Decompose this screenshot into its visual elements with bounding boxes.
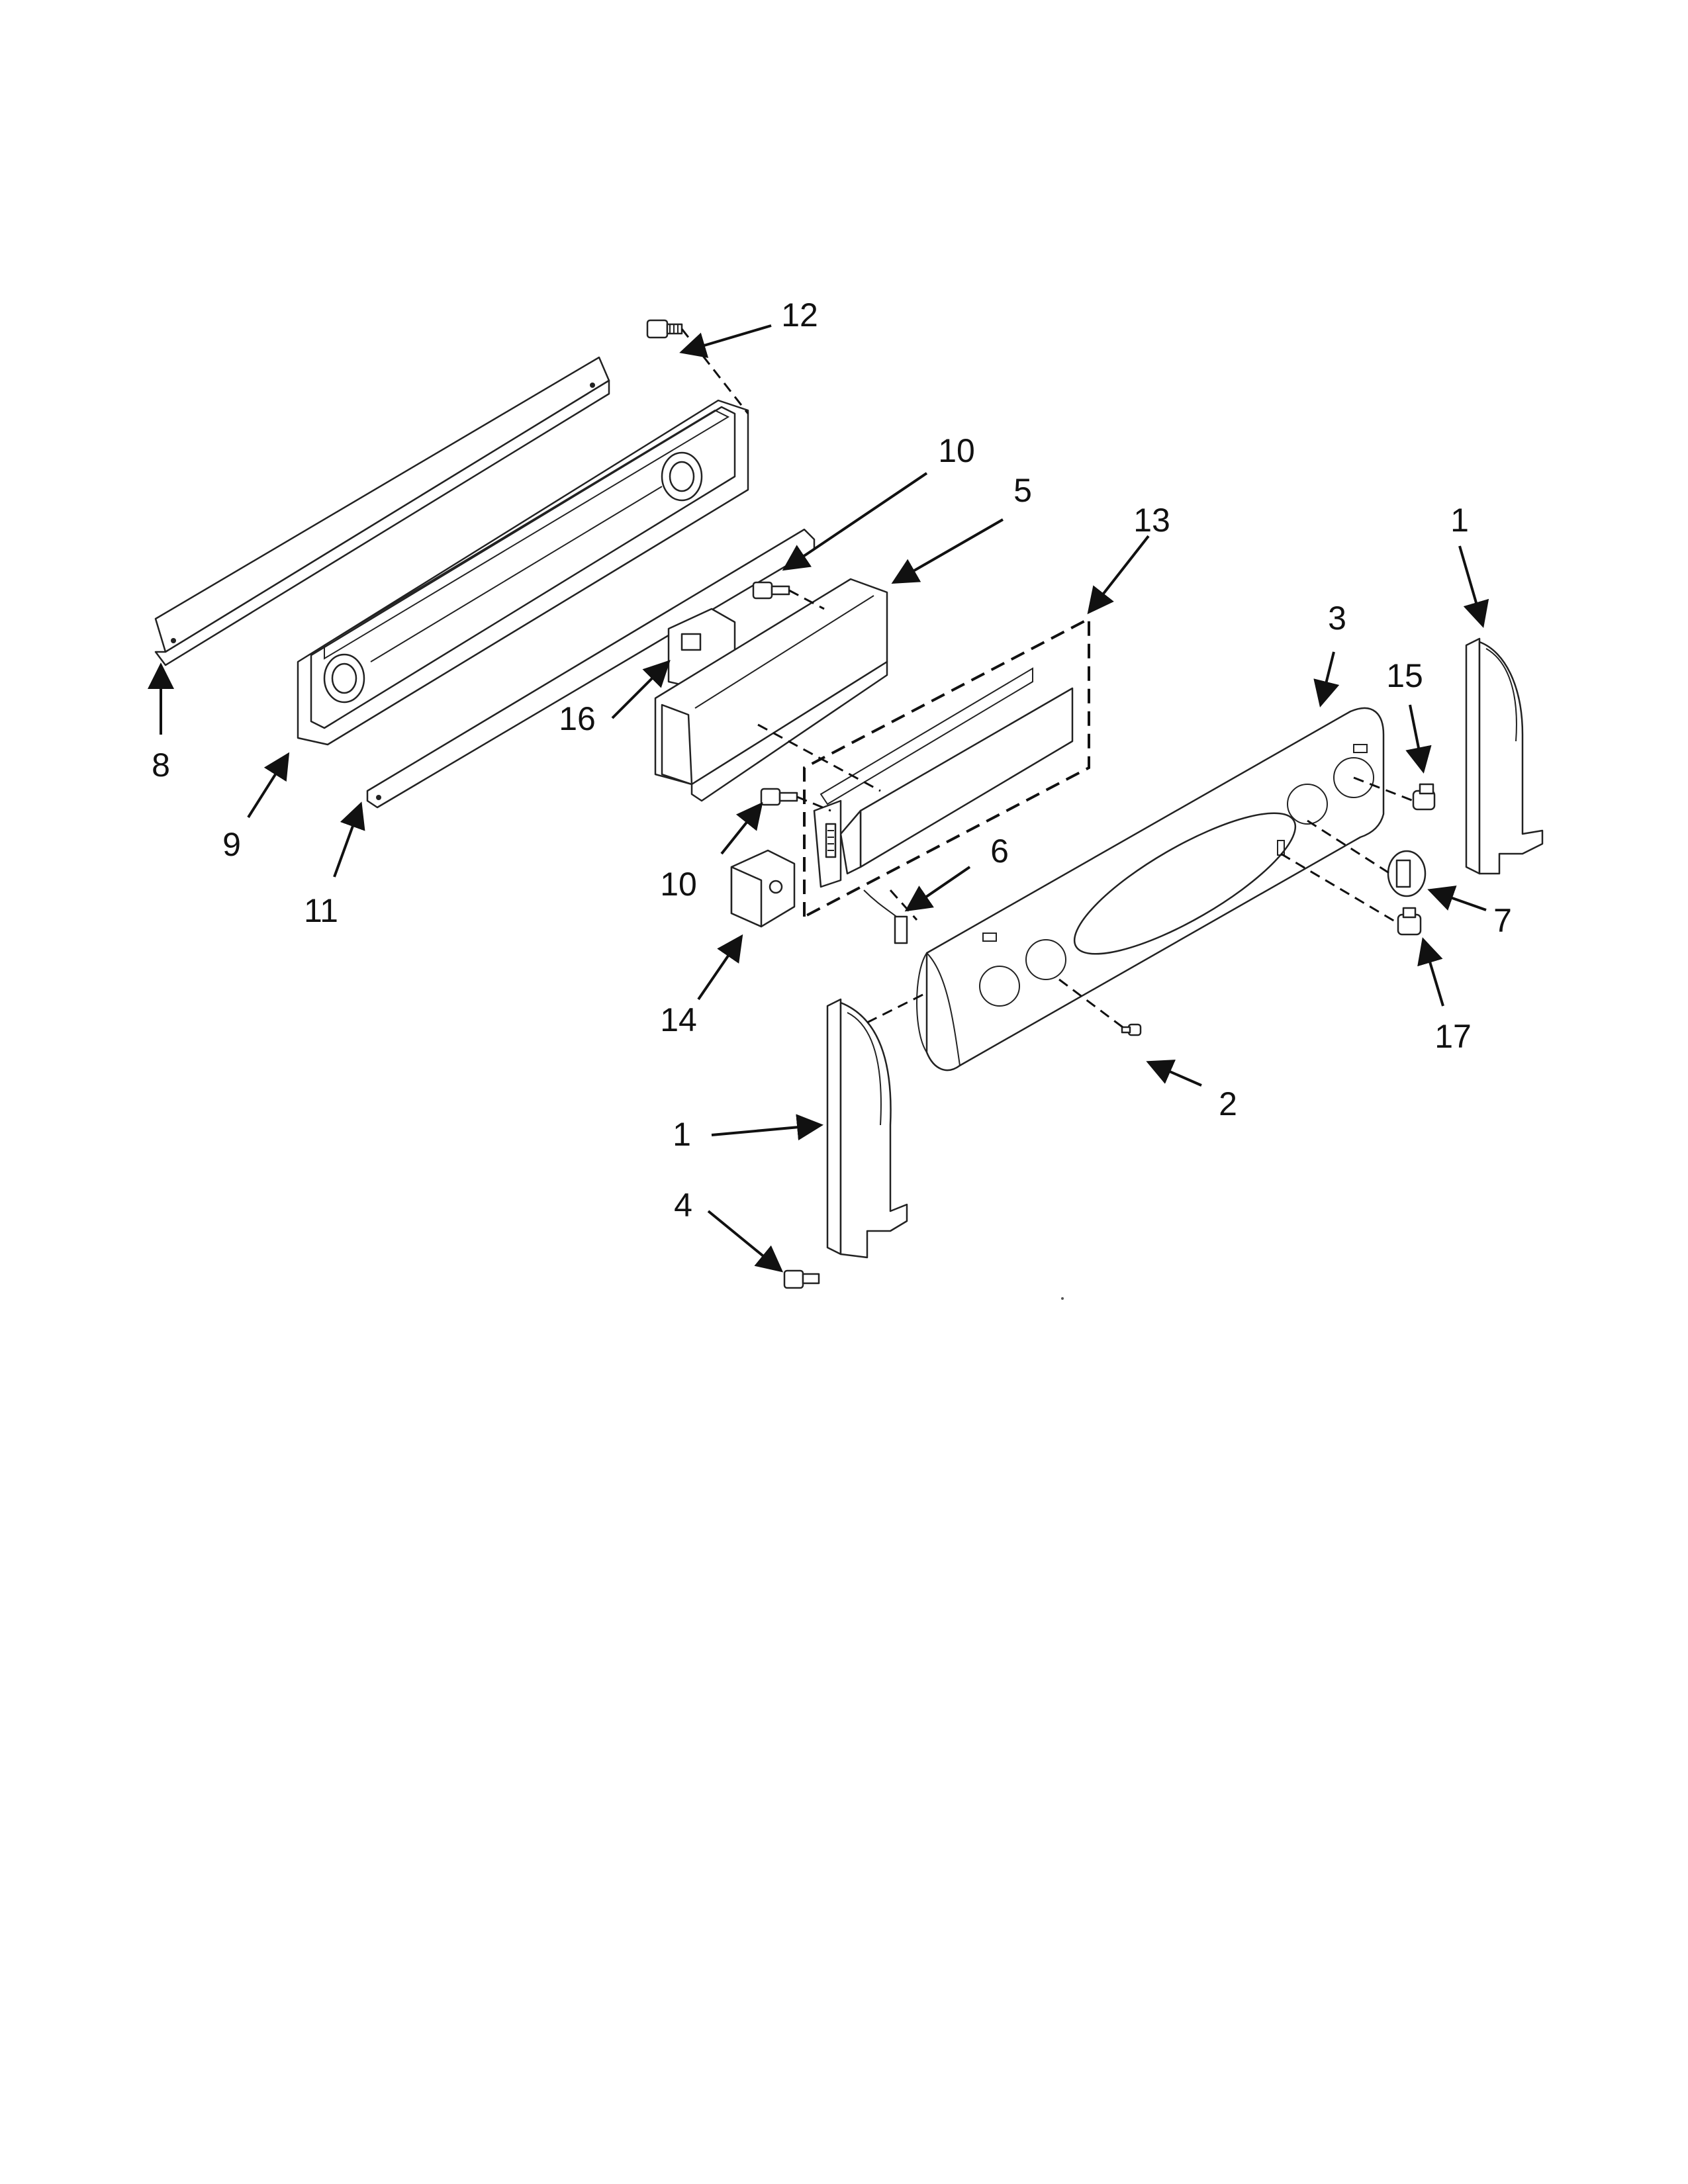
part-14-switch xyxy=(730,849,796,928)
callout-15: 15 xyxy=(1386,657,1423,694)
callout-14: 14 xyxy=(660,1001,697,1038)
callout-9: 9 xyxy=(222,826,241,863)
callout-11: 11 xyxy=(304,892,338,929)
part-15-knob xyxy=(1412,783,1436,811)
part-5-shield xyxy=(654,578,888,802)
callout-1-right: 1 xyxy=(1450,502,1469,539)
callout-17: 17 xyxy=(1434,1018,1472,1055)
callout-16: 16 xyxy=(559,700,596,737)
callout-1-left: 1 xyxy=(673,1116,691,1153)
callout-8: 8 xyxy=(152,747,170,784)
callout-10-upper: 10 xyxy=(938,432,975,469)
callout-labels: 12 10 5 13 1 3 15 8 9 16 11 10 6 7 14 17… xyxy=(152,296,1512,1224)
part-6-wire xyxy=(863,889,908,944)
part-13-electronic-control-group xyxy=(803,616,1090,919)
callout-13: 13 xyxy=(1133,502,1170,539)
callout-6: 6 xyxy=(990,833,1009,870)
stray-dot xyxy=(1061,1297,1064,1300)
part-10-lower-screw xyxy=(760,788,798,806)
part-2-screw xyxy=(1121,1023,1142,1036)
callout-2: 2 xyxy=(1219,1085,1237,1122)
part-10-upper-screw xyxy=(752,581,790,600)
assembly-dashed-lines xyxy=(680,328,1414,1030)
part-9-rear-housing xyxy=(297,399,749,746)
part-7-knob xyxy=(1387,850,1427,897)
part-3-control-panel xyxy=(916,707,1385,1071)
part-1-left-end-cap xyxy=(826,998,908,1259)
callout-3: 3 xyxy=(1328,600,1346,637)
callout-5: 5 xyxy=(1013,472,1032,509)
callout-7: 7 xyxy=(1493,902,1512,939)
callout-leaders xyxy=(148,324,1489,1273)
callout-4: 4 xyxy=(674,1187,692,1224)
callout-10-lower: 10 xyxy=(660,866,697,903)
part-4-screw xyxy=(783,1269,820,1289)
callout-12: 12 xyxy=(781,296,818,334)
part-1-right-end-cap xyxy=(1465,637,1544,875)
part-17-knob xyxy=(1397,907,1422,936)
part-12-screw xyxy=(646,319,683,339)
